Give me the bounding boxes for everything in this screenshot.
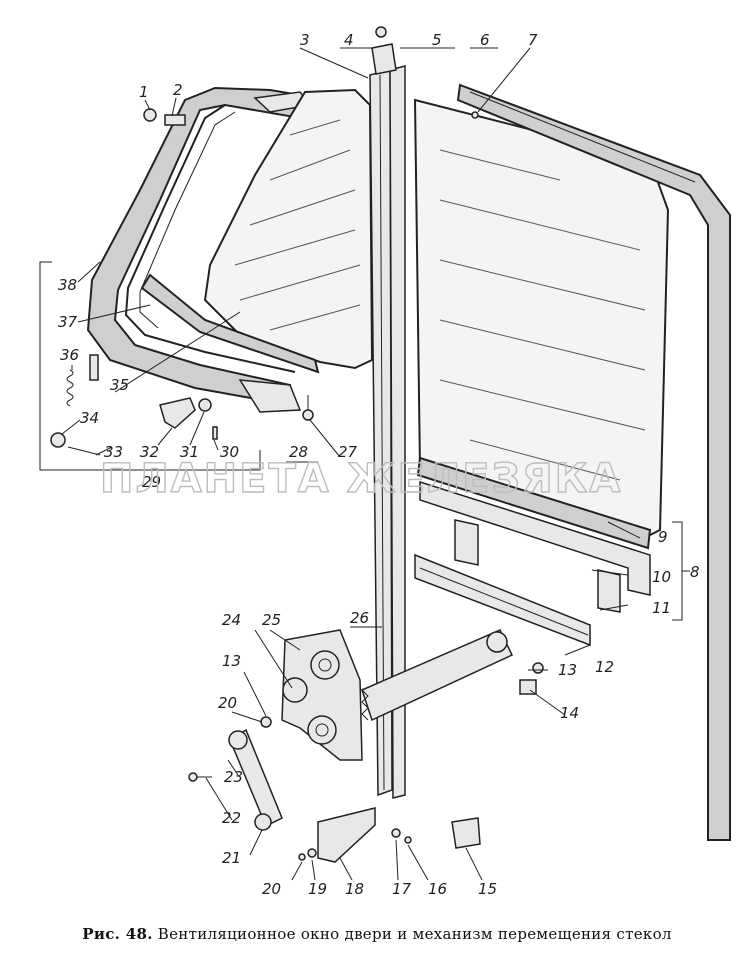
handle-and-fasteners	[188, 662, 544, 831]
callout-17: 17	[392, 880, 412, 898]
callout-29: 29	[142, 473, 161, 491]
callout-21: 21	[222, 849, 241, 867]
callout-18: 18	[345, 880, 364, 898]
callout-2: 2	[173, 81, 183, 99]
callout-20-bottom: 20	[262, 880, 281, 898]
callout-3: 3	[300, 31, 310, 49]
vent-hinge-parts	[50, 354, 314, 456]
group-brackets	[39, 261, 690, 621]
callout-1: 1	[139, 83, 149, 101]
callout-15: 15	[478, 880, 497, 898]
callout-7: 7	[528, 31, 538, 49]
callout-25: 25	[262, 611, 281, 629]
figure-number: Рис. 48.	[82, 925, 153, 943]
lower-glass-channel	[414, 456, 652, 647]
callout-13-right: 13	[558, 661, 577, 679]
callout-12: 12	[595, 658, 614, 676]
callout-38: 38	[58, 276, 77, 294]
callout-23: 23	[224, 768, 243, 786]
callout-4: 4	[344, 31, 354, 49]
callout-19: 19	[308, 880, 327, 898]
leader-lines	[61, 47, 641, 881]
division-channel	[369, 26, 406, 799]
callout-5: 5	[432, 31, 442, 49]
callout-6: 6	[480, 31, 490, 49]
callout-13-left: 13	[222, 652, 241, 670]
vent-window-frame	[86, 86, 317, 413]
figure-caption: Рис. 48. Вентиляционное окно двери и мех…	[0, 925, 754, 943]
callout-11: 11	[652, 599, 671, 617]
callout-10: 10	[652, 568, 671, 586]
callout-8: 8	[690, 563, 700, 581]
vent-glass	[203, 88, 374, 370]
callout-22: 22	[222, 809, 241, 827]
figure-title: Вентиляционное окно двери и механизм пер…	[157, 925, 672, 943]
callout-36: 36	[60, 346, 79, 364]
callout-20-left: 20	[218, 694, 237, 712]
bracket-and-stop	[298, 807, 481, 863]
top-screws	[143, 108, 186, 126]
callout-34: 34	[80, 409, 99, 427]
callout-35: 35	[110, 376, 129, 394]
callout-32: 32	[140, 443, 159, 461]
window-regulator	[281, 629, 514, 761]
callout-9: 9	[658, 528, 668, 546]
callout-16: 16	[428, 880, 447, 898]
callout-26: 26	[350, 609, 369, 627]
callout-labels: 1 2 3 4 5 6 7 8 9 10 11 12 13 14 15 16 1…	[58, 31, 700, 898]
callout-28: 28	[289, 443, 308, 461]
callout-37: 37	[58, 313, 78, 331]
callout-33: 33	[104, 443, 123, 461]
vent-seal-strip	[140, 273, 320, 374]
glass-run-channel	[456, 83, 731, 841]
callout-24: 24	[222, 611, 241, 629]
callout-30: 30	[220, 443, 239, 461]
watermark-text: ПЛАНЕТА ЖЕЛЕЗЯКА	[100, 456, 622, 502]
callout-31: 31	[180, 443, 199, 461]
callout-27: 27	[338, 443, 358, 461]
callout-14: 14	[560, 704, 579, 722]
